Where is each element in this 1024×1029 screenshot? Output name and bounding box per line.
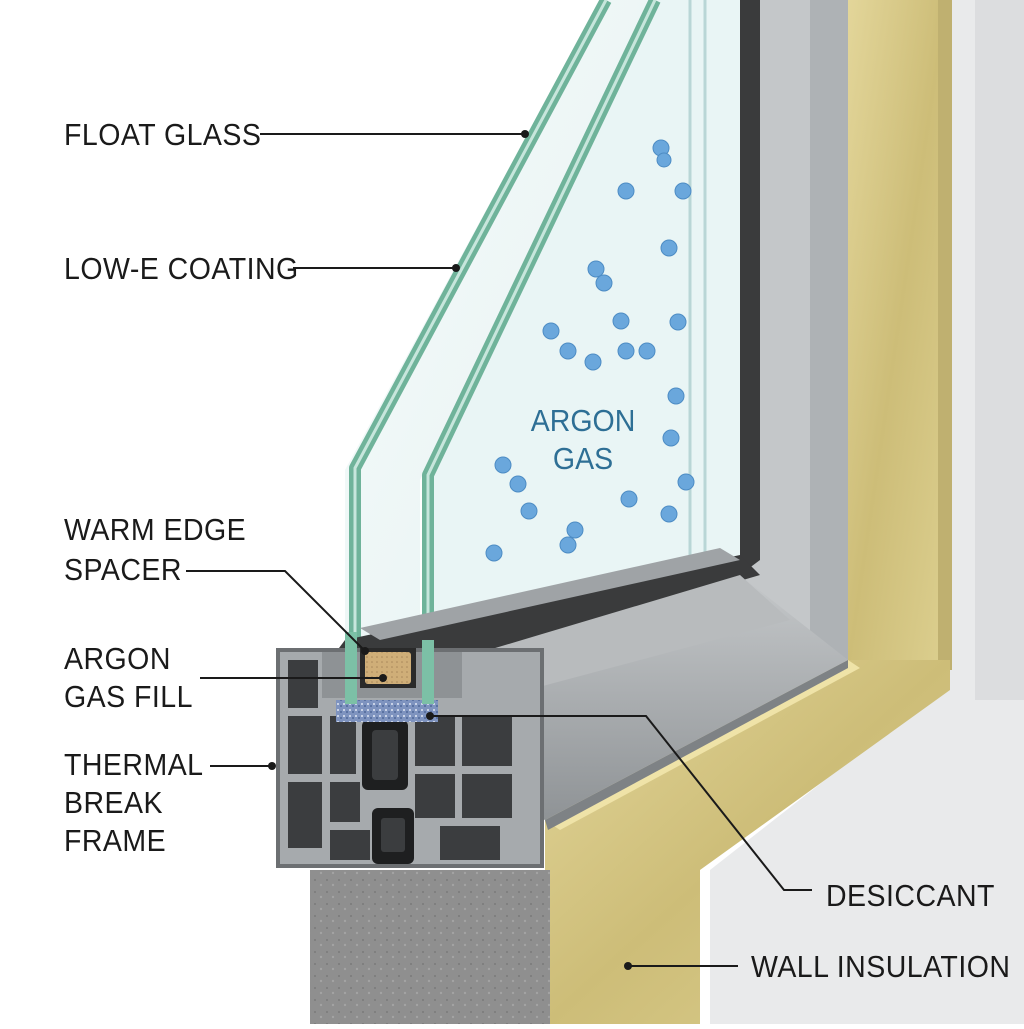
warm-edge-spacer [360,648,416,688]
label-argon-gas-fill-line1: ARGON [64,641,171,676]
outer-frame-vertical [740,0,848,690]
label-wall-insulation: WALL INSULATION [751,949,1011,984]
label-float-glass: FLOAT GLASS [64,117,262,152]
leader-dots [268,130,632,970]
label-thermal-break-line3: FRAME [64,823,167,858]
label-low-e-coating: LOW-E COATING [64,251,299,286]
float-glass-pane [345,0,650,690]
label-argon-gas-fill-line2: GAS FILL [64,679,193,714]
wall-insulation-vertical [848,0,952,670]
desiccant-strip [336,700,438,722]
label-warm-edge-line2: SPACER [64,552,182,587]
label-argon-gas-line1: ARGON [530,403,636,438]
label-thermal-break-line1: THERMAL [64,747,204,782]
label-thermal-break-line2: BREAK [64,785,164,820]
label-desiccant: DESICCANT [826,878,995,913]
label-argon-gas-line2: GAS [552,441,614,476]
concrete-base [310,870,550,1024]
inner-glass-edge [422,640,434,704]
label-warm-edge-line1: WARM EDGE [64,512,247,547]
outer-glass-edge [345,632,357,704]
argon-bubbles [485,139,695,562]
leader-lines [186,133,812,967]
